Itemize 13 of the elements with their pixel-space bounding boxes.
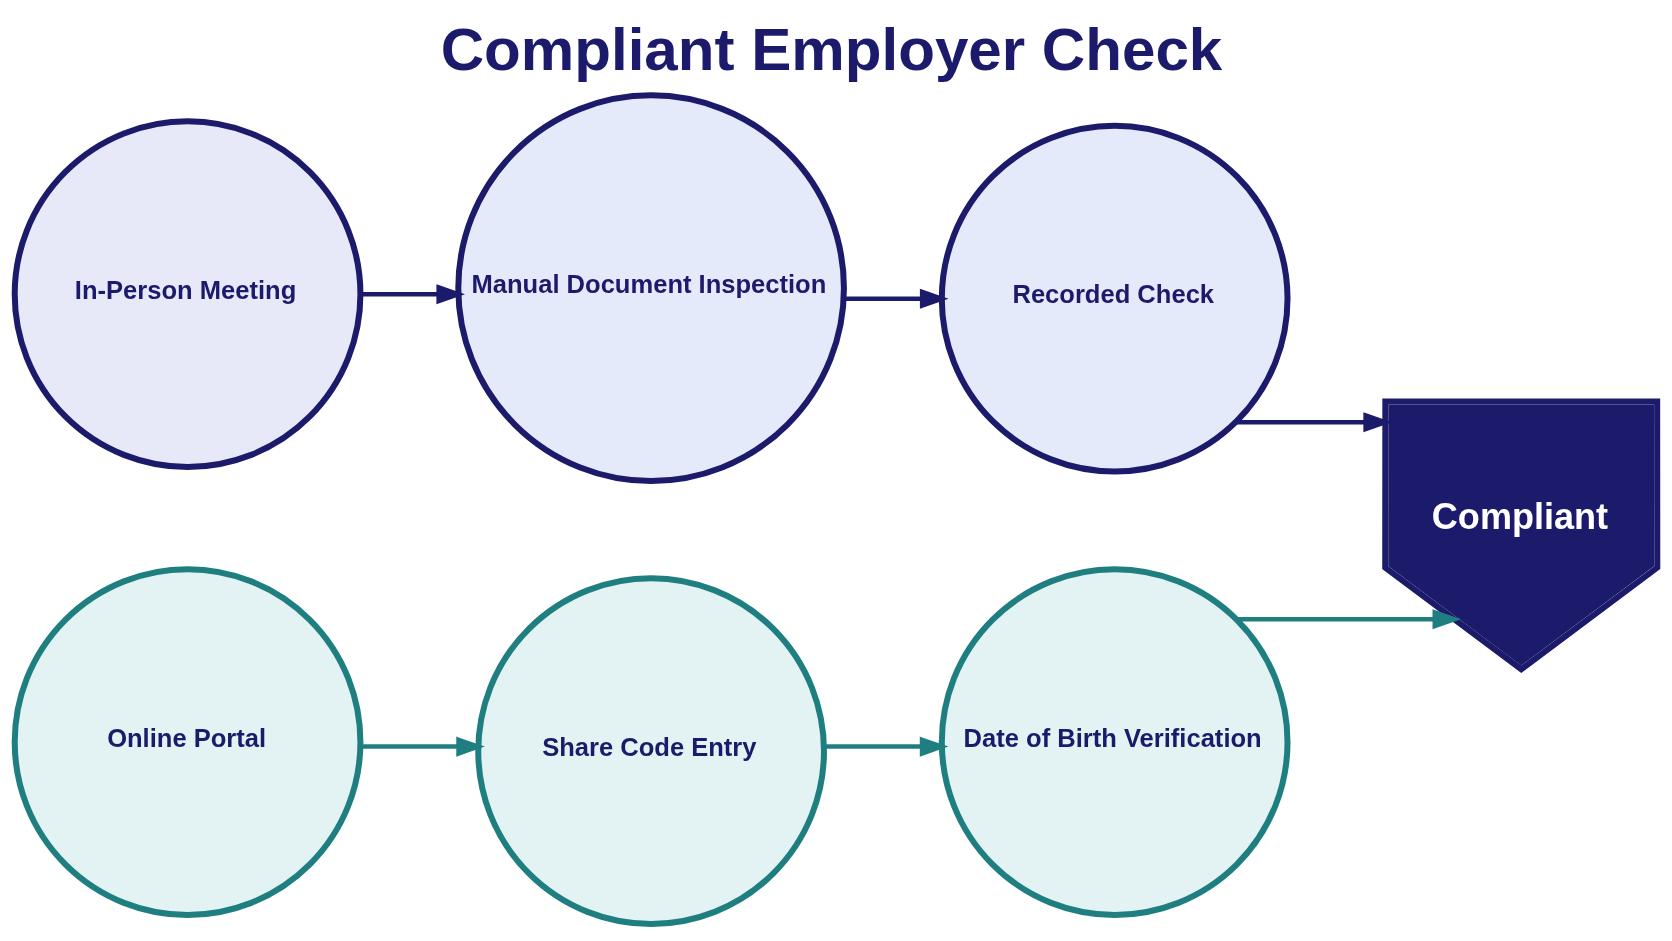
arrow bbox=[1236, 609, 1462, 630]
node-circle: Share Code Entry bbox=[475, 575, 827, 927]
node-circle: Online Portal bbox=[11, 566, 364, 918]
arrow bbox=[824, 736, 949, 757]
node-circle: Manual Document Inspection bbox=[455, 92, 847, 484]
arrow bbox=[1235, 412, 1392, 433]
arrow bbox=[360, 284, 466, 305]
node-circle: Date of Birth Verification bbox=[938, 566, 1291, 918]
node-circle: In-Person Meeting bbox=[11, 118, 364, 471]
arrow bbox=[360, 736, 485, 757]
diagram-title: Compliant Employer Check bbox=[440, 15, 1223, 83]
arrow bbox=[844, 288, 949, 309]
node-circle: Recorded Check bbox=[938, 122, 1291, 475]
